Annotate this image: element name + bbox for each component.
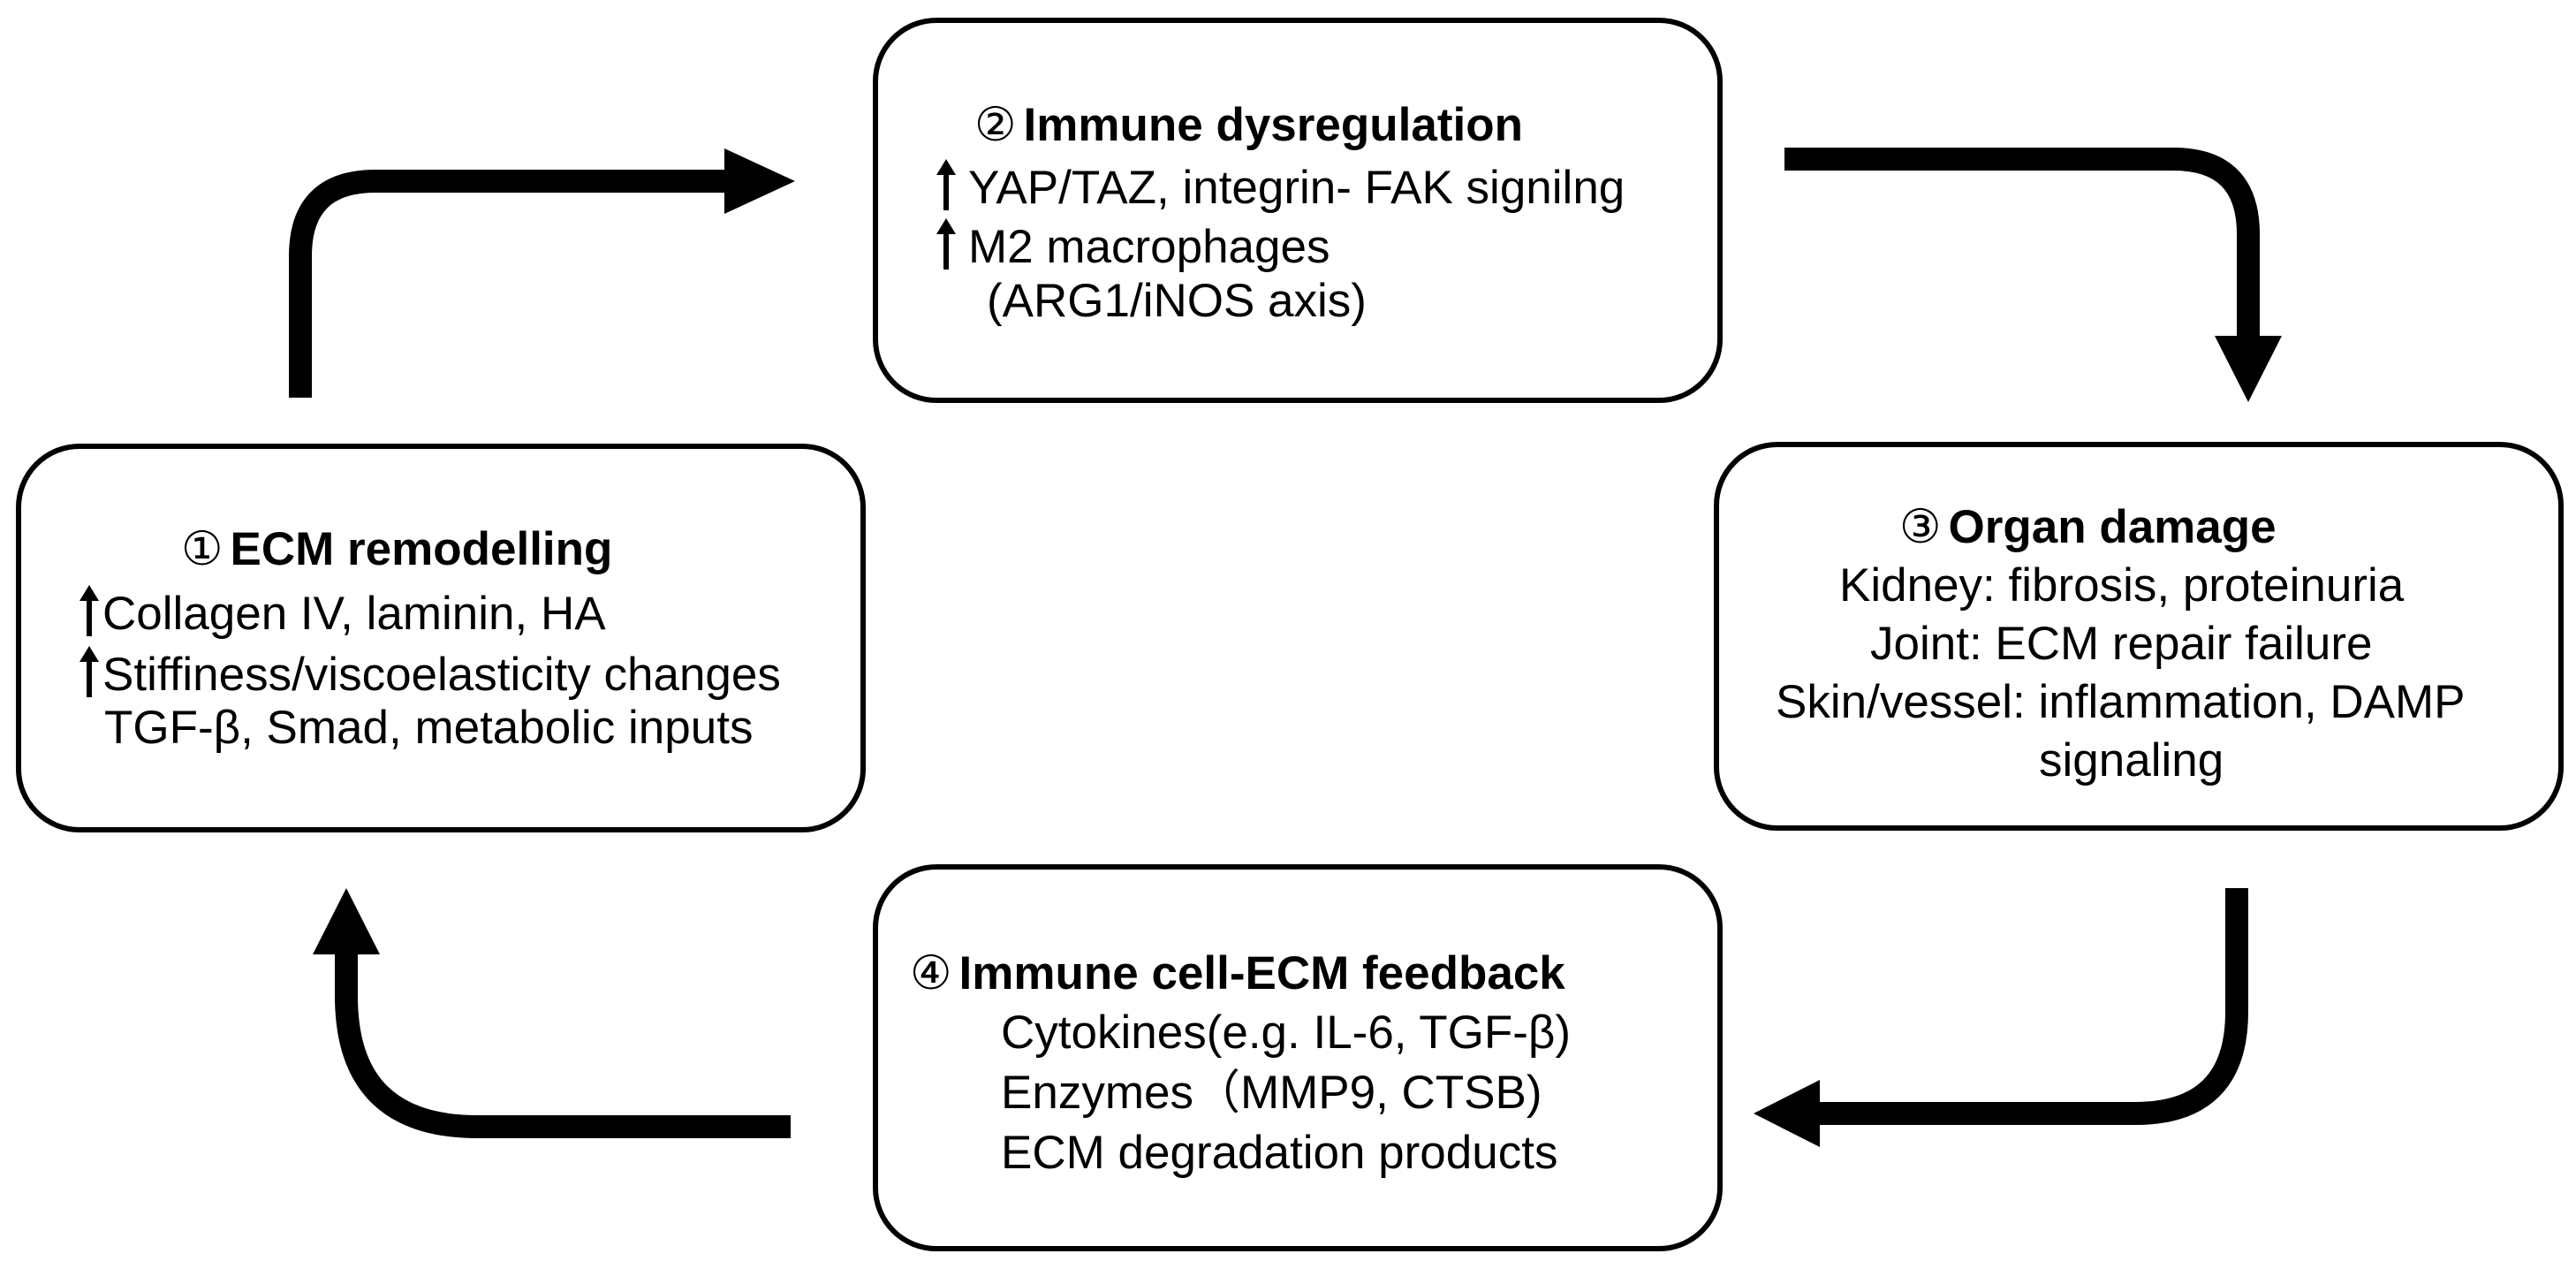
organ-line-joint: Joint: ECM repair failure [1870,618,2373,670]
immune-box-line-1: YAP/TAZ, integrin- FAK signilng [936,159,1625,211]
immune-line-yap-taz: YAP/TAZ, integrin- FAK signilng [968,162,1625,214]
up-arrow-icon [936,218,956,270]
arrow-ecm-to-immune-icon [289,148,795,398]
up-arrow-icon [80,585,99,636]
feedback-line-cytokines: Cytokines(e.g. IL-6, TGF-β) [1001,1007,1572,1059]
organ-box-title: Organ damage [1948,501,2277,553]
ecm-line-tgf: TGF-β, Smad, metabolic inputs [104,702,754,754]
step-number-2: ② [974,99,1017,151]
immune-dysregulation-box [873,18,1723,403]
feedback-line-enzymes: Enzymes（MMP9, CTSB) [1001,1067,1542,1119]
feedback-box-title: Immune cell-ECM feedback [958,947,1565,999]
step-number-4: ④ [910,947,952,999]
step-number-1: ① [181,523,224,575]
feedback-line-degradation: ECM degradation products [1001,1127,1558,1179]
ecm-remodelling-box [16,444,866,832]
immune-line-arg1: (ARG1/iNOS axis) [987,275,1367,327]
organ-line-kidney: Kidney: fibrosis, proteinuria [1839,559,2405,612]
organ-damage-box [1714,442,2564,831]
organ-line-signaling: signaling [2039,734,2224,786]
immune-line-m2: M2 macrophages [968,221,1330,273]
ecm-line-stiffness: Stiffiness/viscoelasticity changes [102,649,781,701]
arrow-organ-to-feedback-icon [1754,888,2248,1147]
up-arrow-icon [80,646,99,697]
ecm-line-collagen: Collagen IV, laminin, HA [102,588,606,640]
ecm-box-line-2: Stiffiness/viscoelasticity changes [80,646,781,698]
ecm-box-line-1: Collagen IV, laminin, HA [80,585,606,637]
ecm-box-title: ECM remodelling [230,523,613,575]
arrow-feedback-to-ecm-icon [313,888,791,1138]
step-number-3: ③ [1899,501,1942,553]
immune-ecm-feedback-box [873,864,1723,1251]
up-arrow-icon [936,159,956,210]
immune-box-line-2: M2 macrophages [936,218,1330,270]
immune-box-title: Immune dysregulation [1023,99,1523,151]
arrow-immune-to-organ-icon [1784,148,2282,402]
organ-line-skin: Skin/vessel: inflammation, DAMP [1776,676,2466,728]
